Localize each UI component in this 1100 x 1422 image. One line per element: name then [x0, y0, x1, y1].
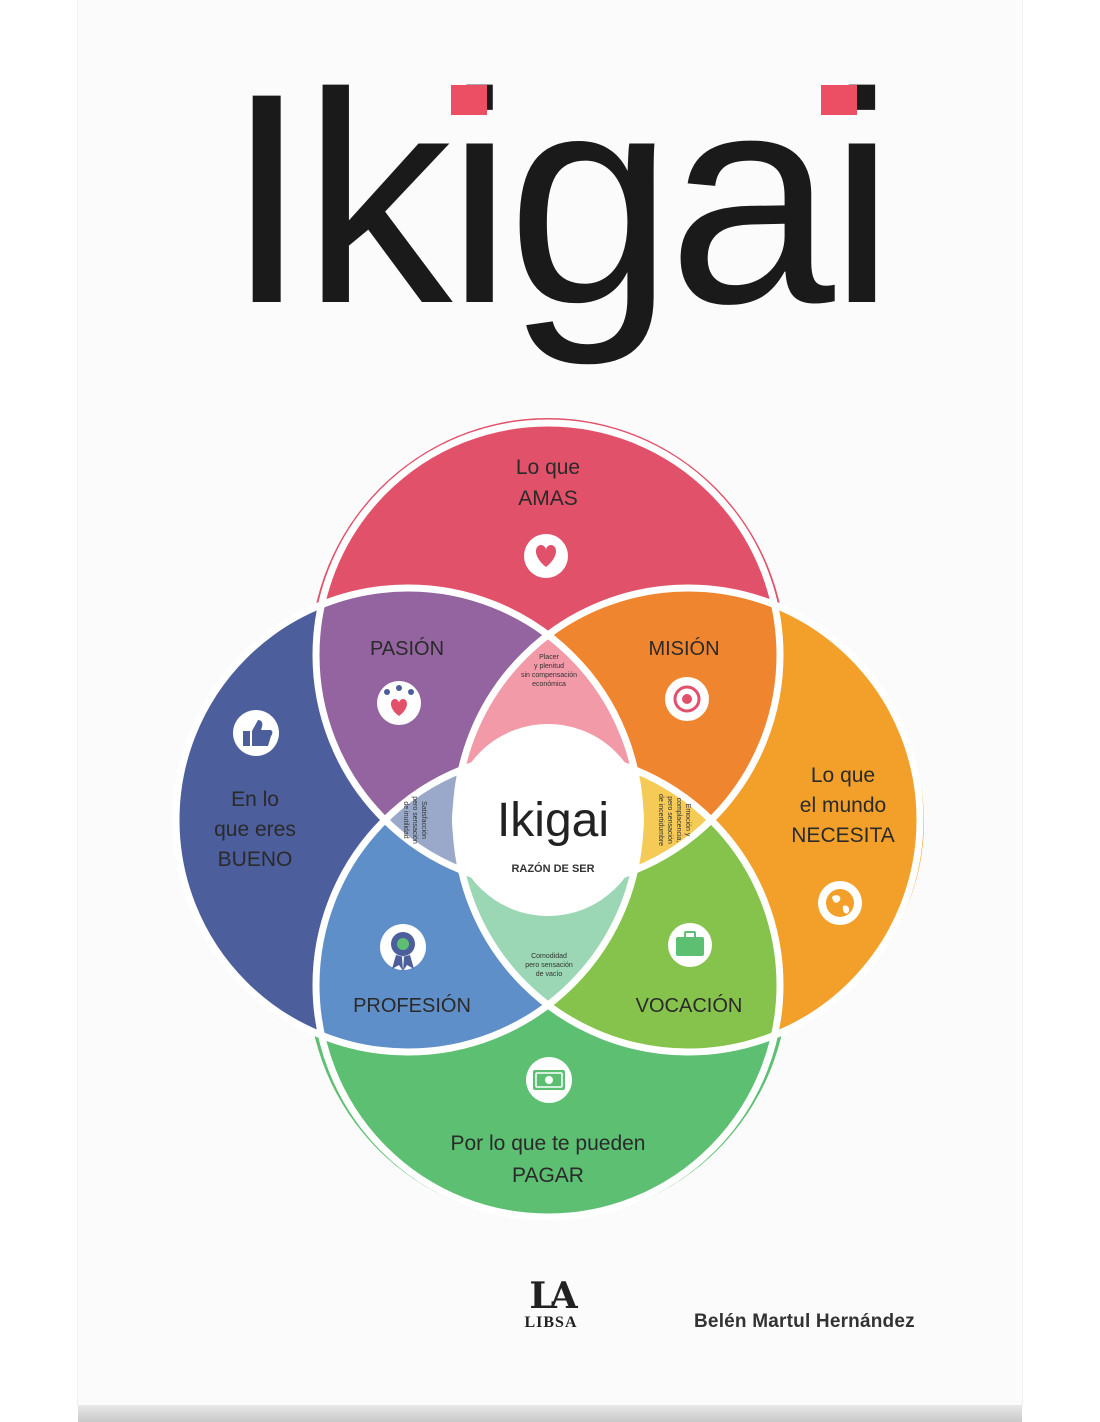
petal-left-line1: Satisfacción	[420, 801, 427, 839]
petal-right-line3: pero sensación	[666, 796, 673, 844]
book-title-text: Ikigai	[225, 30, 895, 366]
center-title: Ikigai	[497, 794, 609, 847]
petal-right-line1: Emoción y	[684, 804, 691, 837]
stars-heart-icon	[377, 681, 421, 725]
left-label-line3: BUENO	[218, 848, 293, 871]
target-icon	[665, 677, 709, 721]
author-name: Belén Martul Hernández	[694, 1311, 915, 1332]
right-label-line2: el mundo	[800, 794, 886, 817]
profesion-label: PROFESIÓN	[353, 994, 471, 1017]
cover-bottom-edge	[78, 1405, 1022, 1422]
mision-label: MISIÓN	[648, 637, 719, 660]
top-label-line2: AMAS	[518, 487, 578, 510]
petal-bottom-line1: Comodidad	[531, 953, 567, 960]
petal-left-region	[316, 753, 640, 887]
petal-right-line4: de incertidumbre	[657, 794, 664, 846]
left-label-line2: que eres	[214, 818, 296, 841]
petal-left-line2: pero sensación	[411, 796, 418, 844]
circle-regions	[176, 423, 920, 1217]
petal-bottom-line2: pero sensación	[525, 962, 573, 969]
briefcase-icon	[668, 923, 712, 967]
bottom-label-line2: PAGAR	[512, 1164, 584, 1187]
globe-icon	[818, 881, 862, 925]
thumbs-up-icon	[233, 710, 279, 756]
center-subtitle: RAZÓN DE SER	[511, 862, 594, 875]
center-circle	[452, 724, 644, 916]
petal-top-region	[456, 588, 640, 887]
award-icon	[380, 924, 426, 971]
petal-top-line1: Placer	[539, 654, 560, 661]
title-i-dot-right	[821, 85, 857, 115]
petal-top-line4: económica	[532, 681, 566, 688]
petal-top-line2: y plenitud	[534, 663, 564, 670]
vocacion-label: VOCACIÓN	[636, 994, 743, 1017]
publisher-mark: LA	[529, 1275, 577, 1317]
petal-right-region	[456, 753, 780, 887]
petal-bottom-line3: de vacío	[536, 971, 563, 978]
heart-icon	[524, 534, 568, 578]
book-title: Ikigai	[225, 48, 895, 348]
right-label-line3: NECESITA	[791, 824, 894, 847]
petal-right-line2: complacencia,	[675, 798, 682, 843]
petal-left-line3: de inutilidad	[402, 801, 409, 838]
petal-top-line3: sin compensación	[521, 672, 577, 679]
top-label-line1: Lo que	[516, 456, 580, 479]
title-i-dot-left	[451, 85, 487, 115]
petal-bottom-region	[456, 753, 640, 1052]
money-icon	[526, 1057, 572, 1103]
pasion-label: PASIÓN	[370, 637, 444, 660]
bottom-label-line1: Por lo que te pueden	[451, 1132, 646, 1155]
publisher-logo: LA LIBSA	[504, 1278, 598, 1338]
left-label-line1: En lo	[231, 788, 279, 811]
right-label-line1: Lo que	[811, 764, 875, 787]
publisher-name: LIBSA	[524, 1314, 578, 1331]
